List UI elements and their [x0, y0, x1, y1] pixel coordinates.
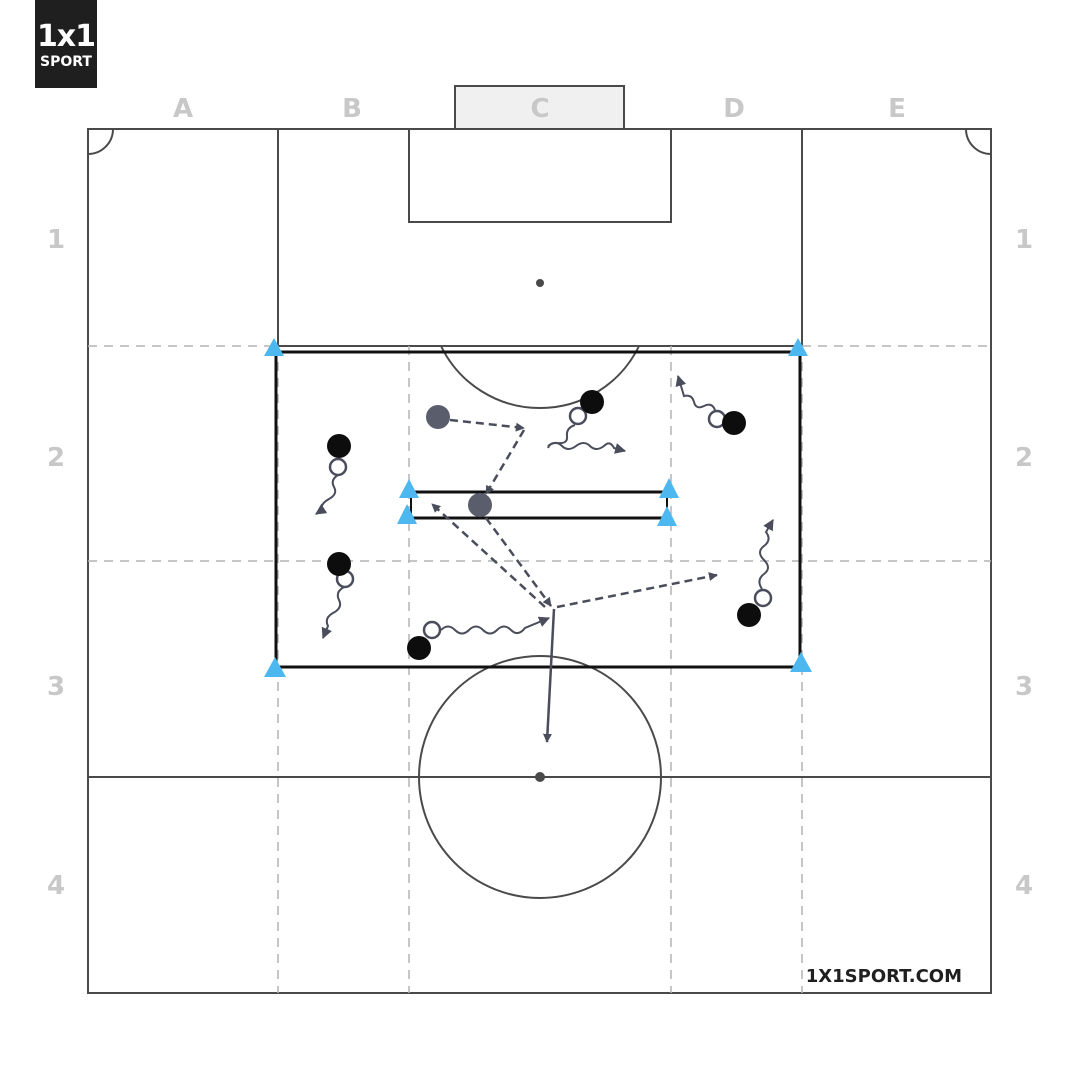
- penalty-area: [277, 128, 803, 347]
- pass-arrows: [431, 418, 718, 609]
- player-dark: [737, 603, 761, 627]
- ball-icon: [422, 620, 442, 640]
- row-label: 4: [47, 871, 65, 901]
- player-dark: [580, 390, 604, 414]
- ball-icon: [753, 588, 773, 608]
- goal-area: [408, 128, 672, 223]
- corner-arc-right: [965, 128, 992, 155]
- dribble-arrow: [758, 519, 774, 590]
- training-area: [274, 350, 802, 669]
- row-label: 2: [47, 443, 65, 473]
- column-label: D: [723, 94, 745, 124]
- column-label: B: [342, 94, 362, 124]
- cones: [264, 338, 812, 677]
- goal: [454, 85, 625, 130]
- penalty-arc: [440, 345, 640, 409]
- logo-word: SPORT: [40, 54, 92, 70]
- centre-spot: [535, 772, 545, 782]
- cone-icon: [659, 478, 679, 498]
- player-dark: [722, 411, 746, 435]
- player-grey: [468, 493, 492, 517]
- column-labels: A B C D E: [173, 94, 906, 124]
- players-dark: [327, 390, 761, 660]
- row-labels: 1 2 3 4 1 2 3 4: [47, 225, 1033, 901]
- player-dark: [327, 434, 351, 458]
- cone-icon: [790, 652, 812, 672]
- dribble-arrow: [675, 374, 716, 411]
- row-label: 4: [1015, 871, 1033, 901]
- cone-icon: [788, 338, 808, 356]
- ball-icon: [328, 457, 348, 477]
- pass-arrow: [449, 418, 525, 432]
- players-grey: [426, 405, 492, 517]
- dribble-arrow: [440, 616, 551, 635]
- row-label: 1: [1015, 225, 1033, 255]
- row-label: 2: [1015, 443, 1033, 473]
- zone-grid: [88, 345, 991, 993]
- balls: [328, 406, 773, 640]
- player-grey: [426, 405, 450, 429]
- row-label: 1: [47, 225, 65, 255]
- ball-icon: [568, 406, 588, 426]
- row-label: 3: [1015, 672, 1033, 702]
- brand-logo: 1x1 SPORT: [35, 0, 97, 88]
- shot-arrow: [542, 608, 556, 743]
- site-url: 1X1SPORT.COM: [806, 966, 962, 987]
- penalty-spot: [536, 279, 544, 287]
- cone-icon: [264, 338, 284, 356]
- dribble-arrow: [315, 474, 339, 515]
- centre-circle: [418, 655, 662, 899]
- pass-arrow: [556, 572, 718, 609]
- column-label: C: [530, 94, 549, 124]
- logo-mark: 1x1: [36, 19, 96, 54]
- dribble-arrow: [547, 442, 627, 454]
- dribble-arrows: [315, 374, 774, 640]
- cone-icon: [397, 504, 417, 524]
- pass-arrow: [484, 429, 526, 495]
- cone-icon: [657, 506, 677, 526]
- player-dark: [407, 636, 431, 660]
- column-label: E: [888, 94, 906, 124]
- dribble-arrow: [321, 586, 345, 640]
- corner-arc-left: [87, 128, 114, 155]
- pass-arrow: [484, 517, 553, 607]
- player-dark: [327, 552, 351, 576]
- cone-icon: [264, 657, 286, 677]
- row-label: 3: [47, 672, 65, 702]
- column-label: A: [173, 94, 193, 124]
- cone-icon: [399, 479, 419, 498]
